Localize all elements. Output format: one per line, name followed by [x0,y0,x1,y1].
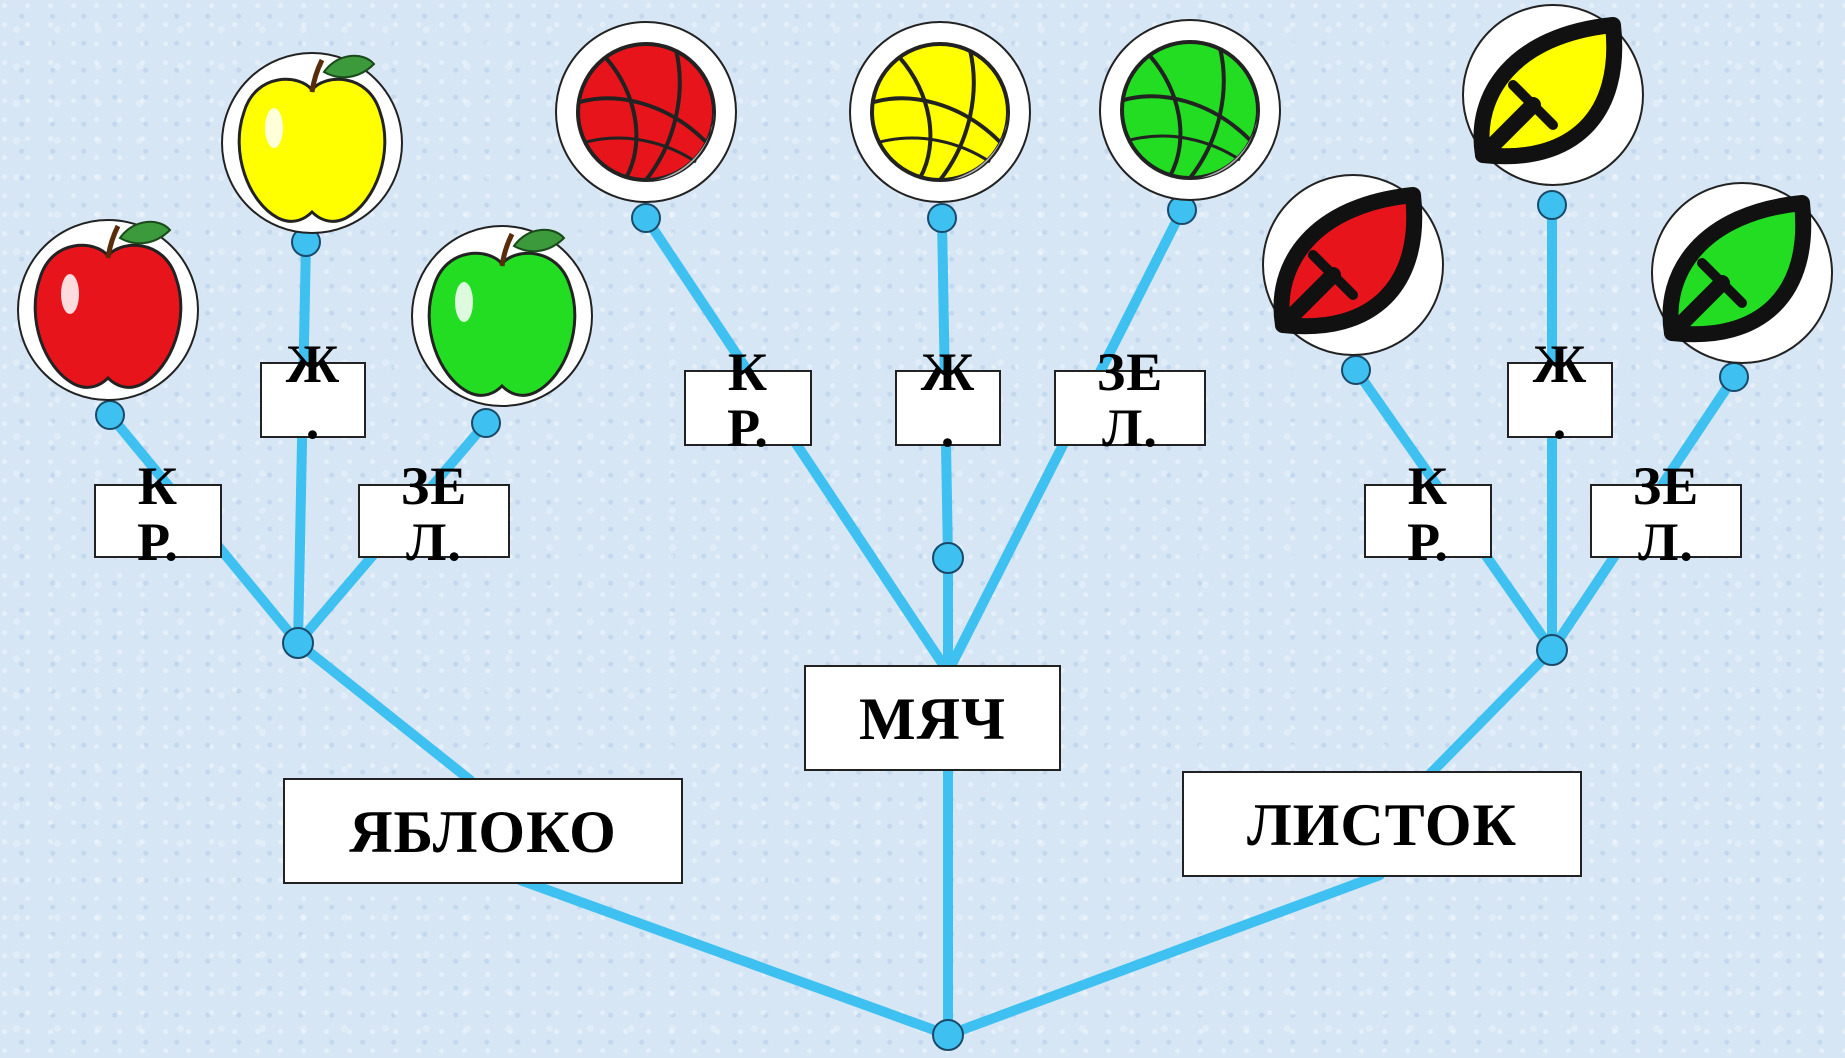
leaf-label-ball-yellow: Ж. [895,344,1001,456]
branch-root-apple [515,875,953,1040]
leaf-label-text: КР. [1407,456,1449,572]
leaf-label-text: Ж. [1532,334,1588,450]
group-label-apple: ЯБЛОКО [283,778,683,884]
ball-icon [1120,40,1260,180]
junction-leaf-red [1341,355,1371,385]
leaf-label-text: Ж. [285,334,341,450]
leaf-label-text: ЗЕЛ. [400,456,468,572]
ball-icon [870,42,1010,182]
junction-ball-yellow [927,203,957,233]
leaf-label-ball-green: ЗЕЛ. [1054,344,1206,456]
leaf-label-apple-green: ЗЕЛ. [358,458,510,570]
leaf-label-text: КР. [727,342,769,458]
junction-leaf-yellow [1537,190,1567,220]
leaf-label-leaf-green: ЗЕЛ. [1590,458,1742,570]
leaf-label-leaf-yellow: Ж. [1507,336,1613,448]
leaf-label-text: ЗЕЛ. [1632,456,1700,572]
junction-root [932,1019,964,1051]
leaf-label-text: КР. [137,456,179,572]
leaf-label-leaf-red: КР. [1364,458,1492,570]
junction-apple-green [471,408,501,438]
group-label-leaf: ЛИСТОК [1182,771,1582,877]
junction-leaf-green [1719,362,1749,392]
leaf-label-ball-red: КР. [684,344,812,456]
junction-apple [282,627,314,659]
leaf-label-apple-red: КР. [94,458,222,570]
leaf-label-text: Ж. [920,342,976,458]
branch-root-leaf [943,870,1385,1040]
junction-apple-red [95,400,125,430]
junction-ball-red [631,203,661,233]
leaf-label-text: ЗЕЛ. [1096,342,1164,458]
leaf-label-apple-yellow: Ж. [260,336,366,448]
branch-apple-trunk [293,638,475,785]
junction-ball-mid [932,542,964,574]
ball-icon [576,42,716,182]
junction-leaf [1536,634,1568,666]
branch-leaf-trunk [1425,645,1557,779]
branch-apple-yellow [293,237,311,648]
group-label-ball: МЯЧ [804,665,1061,771]
